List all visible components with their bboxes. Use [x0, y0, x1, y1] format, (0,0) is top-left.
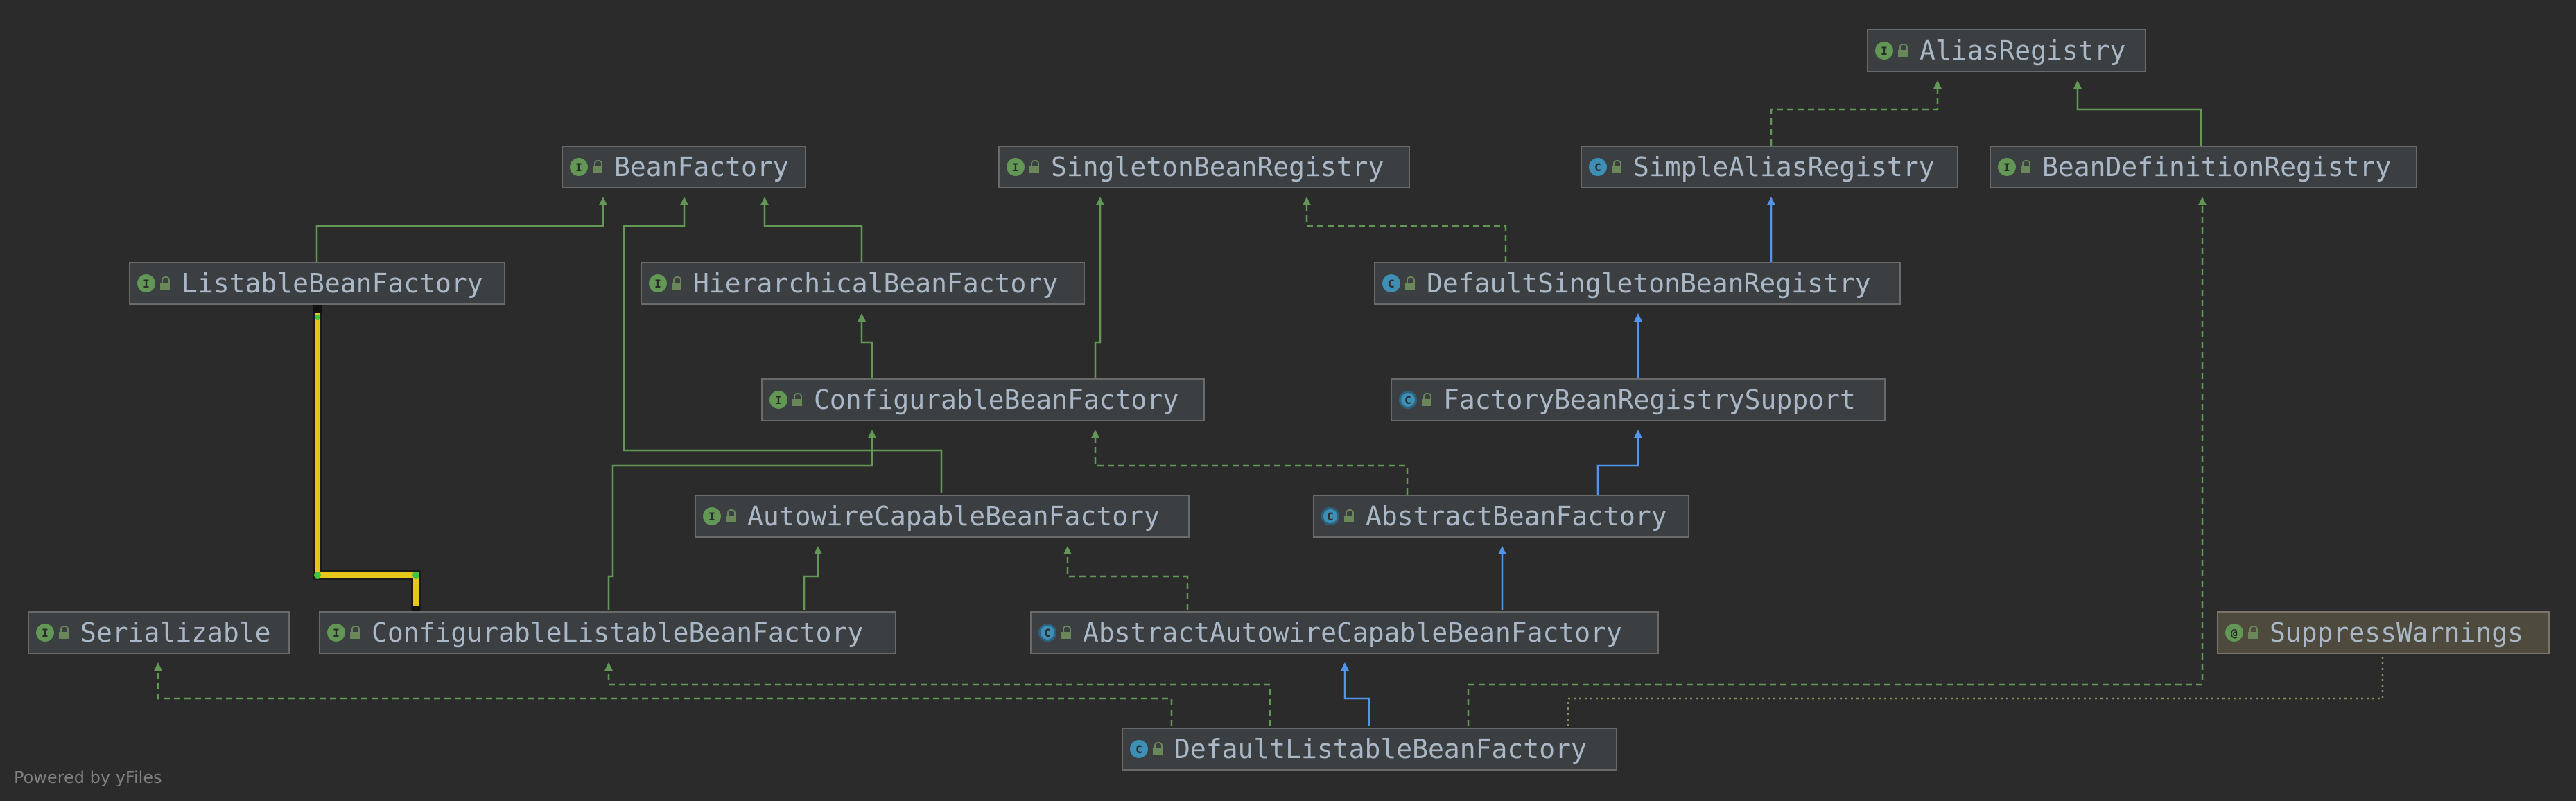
lock-icon: [1029, 160, 1040, 174]
edge-defaultlistablebeanfactory-abstractautowirecapablebeanfactory: [1341, 662, 1370, 726]
interface-badge-icon: I: [769, 391, 787, 409]
interface-badge-icon: I: [327, 624, 345, 642]
node-label: ConfigurableListableBeanFactory: [372, 617, 864, 648]
edge-abstractautowirecapablebeanfactory-autowirecapablebeanfactory: [1063, 546, 1189, 610]
node-label: Serializable: [80, 617, 271, 648]
node-defaultlistablebeanfactory[interactable]: C DefaultListableBeanFactory: [1122, 728, 1617, 771]
powered-by-footer: Powered by yFiles: [14, 768, 162, 787]
node-suppresswarnings[interactable]: @ SuppressWarnings: [2217, 611, 2550, 654]
node-label: SimpleAliasRegistry: [1633, 152, 1935, 182]
node-hierarchicalbeanfactory[interactable]: I HierarchicalBeanFactory: [641, 262, 1085, 305]
node-label: BeanDefinitionRegistry: [2042, 152, 2392, 182]
edge-configurablebeanfactory-hierarchicalbeanfactory: [858, 313, 873, 378]
node-beanfactory[interactable]: I BeanFactory: [562, 146, 806, 188]
node-abstractbeanfactory[interactable]: C AbstractBeanFactory: [1313, 495, 1689, 538]
edge-beandefinitionregistry-aliasregistry: [2073, 80, 2202, 146]
abstract-class-badge-icon: C: [1038, 624, 1056, 642]
edge-handle-top[interactable]: [313, 305, 322, 313]
node-listablebeanfactory[interactable]: I ListableBeanFactory: [129, 262, 505, 305]
node-label: DefaultSingletonBeanRegistry: [1427, 268, 1871, 299]
node-configurablelistablebeanfactory[interactable]: I ConfigurableListableBeanFactory: [319, 611, 896, 654]
node-factorybeanregistrysupport[interactable]: C FactoryBeanRegistrySupport: [1391, 378, 1886, 421]
interface-badge-icon: I: [649, 274, 667, 292]
node-label: HierarchicalBeanFactory: [693, 268, 1059, 299]
class-badge-icon: C: [1130, 740, 1148, 758]
node-label: DefaultListableBeanFactory: [1174, 734, 1587, 764]
node-label: AbstractBeanFactory: [1366, 501, 1667, 531]
node-aliasregistry[interactable]: I AliasRegistry: [1867, 29, 2146, 72]
lock-icon: [792, 393, 803, 407]
edge-hierarchicalbeanfactory-beanfactory: [760, 197, 863, 262]
edge-autowirecapablebeanfactory-beanfactory: [623, 197, 943, 493]
lock-icon: [349, 626, 360, 640]
edge-configurablelistablebeanfactory-autowirecapablebeanfactory: [803, 546, 822, 610]
abstract-class-badge-icon: C: [1399, 391, 1417, 409]
edge-defaultlistablebeanfactory-suppresswarnings: [1567, 657, 2384, 726]
edge-configurablelistablebeanfactory-listablebeanfactory-highlight: [313, 310, 421, 610]
lock-icon: [159, 276, 171, 290]
class-badge-icon: C: [1589, 158, 1607, 176]
edge-defaultsingletonbeanregistry-singletonbeanregistry: [1303, 197, 1507, 262]
lock-icon: [1897, 44, 1908, 58]
node-beandefinitionregistry[interactable]: I BeanDefinitionRegistry: [1990, 146, 2417, 188]
lock-icon: [592, 160, 603, 174]
node-label: FactoryBeanRegistrySupport: [1443, 385, 1856, 415]
edge-defaultlistablebeanfactory-beandefinitionregistry: [1467, 197, 2207, 726]
edge-configurablebeanfactory-singletonbeanregistry: [1094, 197, 1104, 378]
node-label: SingletonBeanRegistry: [1051, 152, 1384, 182]
lock-icon: [1343, 509, 1355, 523]
lock-icon: [2020, 160, 2031, 174]
interface-badge-icon: I: [36, 624, 54, 642]
interface-badge-icon: I: [137, 274, 155, 292]
node-abstractautowirecapablebeanfactory[interactable]: C AbstractAutowireCapableBeanFactory: [1030, 611, 1659, 654]
edge-configurablelistablebeanfactory-configurablebeanfactory: [607, 430, 876, 610]
node-label: ConfigurableBeanFactory: [814, 385, 1179, 415]
edge-configurablelistablebeanfactory-listablebeanfactory: [315, 310, 419, 610]
lock-icon: [1404, 276, 1416, 290]
interface-badge-icon: I: [1998, 158, 2016, 176]
edge-abstractbeanfactory-factorybeanregistrysupport: [1596, 430, 1642, 495]
node-label: AutowireCapableBeanFactory: [747, 501, 1160, 531]
node-autowirecapablebeanfactory[interactable]: I AutowireCapableBeanFactory: [695, 495, 1190, 538]
lock-icon: [1611, 160, 1622, 174]
edge-simplealiasregistry-aliasregistry: [1770, 80, 1942, 146]
node-label: AliasRegistry: [1920, 35, 2126, 66]
edge-bend-point[interactable]: [315, 315, 320, 320]
lock-icon: [58, 626, 69, 640]
class-badge-icon: C: [1382, 274, 1400, 292]
node-label: BeanFactory: [614, 152, 789, 182]
interface-badge-icon: I: [703, 507, 721, 525]
node-singletonbeanregistry[interactable]: I SingletonBeanRegistry: [998, 146, 1410, 188]
lock-icon: [671, 276, 682, 290]
edge-defaultlistablebeanfactory-serializable: [154, 662, 1173, 726]
node-label: ListableBeanFactory: [182, 268, 483, 299]
abstract-class-badge-icon: C: [1321, 507, 1339, 525]
lock-icon: [1061, 626, 1072, 640]
edge-bend-point[interactable]: [314, 572, 321, 579]
annotation-badge-icon: @: [2225, 624, 2243, 642]
node-simplealiasregistry[interactable]: C SimpleAliasRegistry: [1581, 146, 1958, 188]
node-label: AbstractAutowireCapableBeanFactory: [1083, 617, 1622, 648]
lock-icon: [725, 509, 736, 523]
edge-abstractbeanfactory-configurablebeanfactory: [1091, 430, 1409, 495]
edge-bend-point[interactable]: [412, 572, 419, 579]
edge-listablebeanfactory-beanfactory: [315, 197, 607, 262]
edge-defaultlistablebeanfactory-configurablelistablebeanfactory: [604, 662, 1271, 726]
lock-icon: [1421, 393, 1432, 407]
interface-badge-icon: I: [1007, 158, 1025, 176]
interface-badge-icon: I: [1875, 42, 1893, 60]
lock-icon: [1152, 742, 1163, 756]
node-defaultsingletonbeanregistry[interactable]: C DefaultSingletonBeanRegistry: [1374, 262, 1901, 305]
lock-icon: [2247, 626, 2259, 640]
interface-badge-icon: I: [570, 158, 588, 176]
node-serializable[interactable]: I Serializable: [28, 611, 290, 654]
node-configurablebeanfactory[interactable]: I ConfigurableBeanFactory: [761, 378, 1205, 421]
node-label: SuppressWarnings: [2270, 617, 2524, 648]
